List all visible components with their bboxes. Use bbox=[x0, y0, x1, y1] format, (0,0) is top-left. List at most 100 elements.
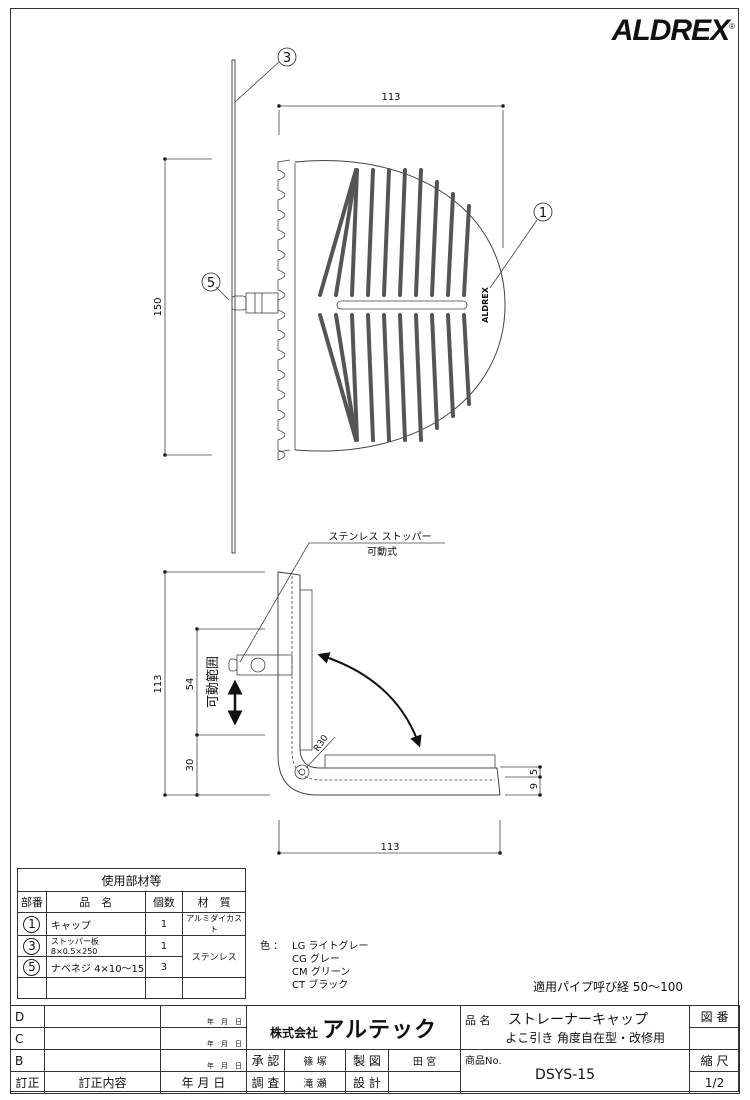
pivot bbox=[294, 764, 310, 780]
color-name: ブラック bbox=[308, 980, 349, 991]
dim-range: 54 bbox=[185, 678, 196, 691]
color-code: CG bbox=[292, 954, 307, 965]
drafter: 田 宮 bbox=[387, 1049, 462, 1072]
aldrex-logo: ALDREX® bbox=[611, 14, 735, 48]
product-no: DSYS-15 bbox=[535, 1067, 596, 1083]
cap-side-profile bbox=[277, 571, 501, 796]
rev-c: C bbox=[10, 1027, 45, 1050]
dim-top: 5 bbox=[529, 769, 540, 775]
stopper-sub-label: 可動式 bbox=[367, 545, 397, 558]
logo-text: ALDREX bbox=[611, 14, 730, 47]
dim-lower: 30 bbox=[185, 759, 196, 772]
check-label: 調 査 bbox=[246, 1071, 285, 1094]
scale-value: 1/2 bbox=[689, 1071, 741, 1094]
dim-bottom: 9 bbox=[529, 783, 540, 789]
color-label: 色 ： bbox=[260, 941, 284, 952]
product-name: ストレーナーキャップ bbox=[508, 1012, 649, 1028]
slat bbox=[382, 168, 391, 297]
company-logo-text: アルテック bbox=[322, 1017, 438, 1043]
color-name: グリーン bbox=[310, 967, 351, 978]
dim-side-width: 113 bbox=[380, 842, 399, 853]
part-qty: 1 bbox=[144, 912, 184, 936]
designer bbox=[387, 1071, 462, 1094]
header-qty: 個数 bbox=[144, 891, 184, 913]
pipe-size-note: 適用パイプ呼び経 50〜100 bbox=[533, 980, 683, 994]
drawing-no-label: 図 番 bbox=[689, 1005, 741, 1028]
rev-b: B bbox=[10, 1049, 45, 1072]
slat bbox=[398, 168, 407, 297]
cap-marking: ALDREX bbox=[481, 286, 490, 323]
slat bbox=[446, 313, 455, 418]
callout-1: 1 bbox=[539, 206, 547, 221]
draft-label: 製 図 bbox=[345, 1049, 389, 1072]
rev-d: D bbox=[10, 1005, 45, 1028]
header-material: 材 質 bbox=[182, 891, 246, 913]
range-label: 可動範囲 bbox=[206, 656, 221, 708]
header-name: 品 名 bbox=[45, 891, 146, 913]
part-name: ストッパー板 8×0.5×250 bbox=[45, 935, 146, 957]
table-row: 3 ストッパー板 8×0.5×250 1 ステンレス bbox=[17, 935, 246, 978]
slat bbox=[462, 204, 471, 297]
color-options: 色 ：LG ライトグレー CG グレー CM グリーン CT ブラック bbox=[260, 940, 369, 992]
rev-date-header: 年 月 日 bbox=[160, 1071, 247, 1094]
slat bbox=[334, 313, 358, 442]
callout-5: 5 bbox=[207, 276, 215, 291]
rev-date: 年 月 日 bbox=[160, 1049, 247, 1072]
cap-outline bbox=[294, 160, 506, 452]
parts-table: 使用部材等 部番 品 名 個数 材 質 1 キャップ 1 アルミダイカスト 3 … bbox=[17, 868, 246, 999]
radius-label: R30 bbox=[312, 733, 331, 753]
side-view: ステンレス ストッパー 可動式 R30 可動範囲 113 54 30 113 5… bbox=[153, 531, 542, 855]
slat bbox=[430, 313, 439, 430]
part-qty: 3 bbox=[144, 956, 184, 978]
approve-label: 承 認 bbox=[246, 1049, 285, 1072]
part-no: 5 bbox=[23, 958, 41, 976]
slat bbox=[462, 313, 471, 406]
dim-width-label: 113 bbox=[381, 92, 400, 103]
company-name: 株式会社 アルテック bbox=[245, 1005, 462, 1050]
color-name: ライトグレー bbox=[308, 941, 369, 952]
rev-date: 年 月 日 bbox=[160, 1005, 247, 1028]
product-name-cell: 品 名 ストレーナーキャップ よこ引き 角度自在型・改修用 bbox=[460, 1005, 691, 1050]
product-subtitle: よこ引き 角度自在型・改修用 bbox=[505, 1031, 666, 1045]
product-no-label: 商品No. bbox=[465, 1056, 502, 1067]
cap-teeth-edge bbox=[277, 159, 291, 461]
rev-content-header: 訂正内容 bbox=[44, 1071, 161, 1094]
slat bbox=[350, 313, 359, 442]
table-row: 1 キャップ 1 アルミダイカスト bbox=[17, 912, 246, 936]
part-no: 3 bbox=[23, 937, 41, 955]
slat bbox=[446, 192, 455, 297]
checker: 滝 瀬 bbox=[284, 1071, 346, 1094]
slat bbox=[414, 168, 423, 297]
stopper-label: ステンレス ストッパー bbox=[328, 531, 431, 543]
dim-side-height: 113 bbox=[153, 674, 164, 693]
cap-slats bbox=[318, 168, 471, 442]
slat bbox=[334, 168, 358, 297]
color-name: グレー bbox=[309, 954, 340, 965]
rev-date: 年 月 日 bbox=[160, 1027, 247, 1050]
dim-height-label: 150 bbox=[153, 297, 164, 316]
part-material: アルミダイカスト bbox=[182, 912, 246, 936]
part-qty: 1 bbox=[144, 935, 184, 957]
header-part-no: 部番 bbox=[17, 891, 47, 913]
slat bbox=[366, 168, 375, 297]
part-name: ナベネジ 4×10〜15 bbox=[45, 956, 146, 978]
scale-label: 縮 尺 bbox=[689, 1049, 741, 1072]
slat bbox=[318, 168, 358, 297]
callout-3: 3 bbox=[283, 51, 291, 66]
design-label: 設 計 bbox=[345, 1071, 389, 1094]
product-no-cell: 商品No. DSYS-15 bbox=[460, 1049, 691, 1094]
color-code: LG bbox=[292, 941, 306, 952]
center-rib bbox=[336, 300, 468, 310]
slat bbox=[318, 313, 358, 442]
rotation-arrow bbox=[317, 652, 422, 748]
screw-head bbox=[231, 295, 247, 311]
slat bbox=[366, 313, 375, 442]
slat bbox=[414, 313, 423, 442]
color-code: CT bbox=[292, 980, 306, 991]
side-bolt bbox=[236, 654, 293, 676]
slat bbox=[398, 313, 407, 442]
top-view: 113 150 ALDREX 3 1 5 bbox=[153, 47, 553, 554]
part-no: 1 bbox=[23, 915, 41, 933]
title-block: D 年 月 日 株式会社 アルテック 品 名 ストレーナーキャップ よこ引き 角… bbox=[10, 1005, 741, 1094]
